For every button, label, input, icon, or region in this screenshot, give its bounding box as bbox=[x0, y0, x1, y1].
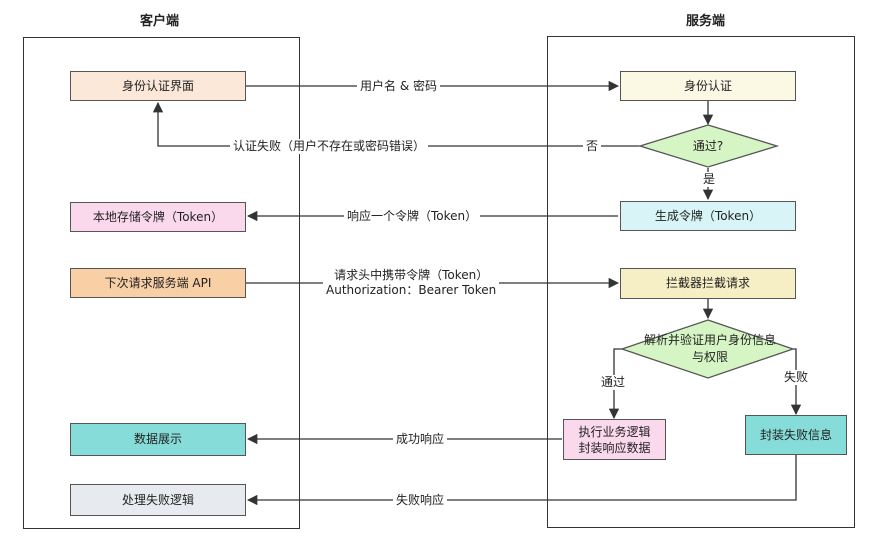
verify-line2: 与权限 bbox=[691, 350, 728, 364]
label-header-line2: Authorization：Bearer Token bbox=[326, 283, 497, 297]
generate-token-box: 生成令牌（Token） bbox=[620, 201, 796, 231]
handle-fail-label: 处理失败逻辑 bbox=[121, 492, 194, 507]
label-pass: 通过 bbox=[598, 375, 629, 390]
label-respond-token: 响应一个令牌（Token） bbox=[344, 209, 481, 224]
store-token-box: 本地存储令牌（Token） bbox=[70, 202, 246, 232]
client-column-title: 客户端 bbox=[140, 14, 180, 29]
label-credentials: 用户名 & 密码 bbox=[357, 79, 440, 94]
exec-line2: 封装响应数据 bbox=[578, 440, 651, 455]
decision-verify-label: 解析并验证用户身份信息 与权限 bbox=[640, 332, 780, 366]
auth-ui-label: 身份认证界面 bbox=[121, 78, 194, 93]
server-lane bbox=[547, 36, 855, 528]
label-fail: 失败 bbox=[781, 370, 812, 385]
next-request-box: 下次请求服务端 API bbox=[70, 268, 246, 298]
authenticate-label: 身份认证 bbox=[683, 78, 732, 93]
client-lane bbox=[23, 37, 300, 529]
next-request-label: 下次请求服务端 API bbox=[104, 275, 212, 290]
authenticate-box: 身份认证 bbox=[620, 71, 796, 101]
generate-token-label: 生成令牌（Token） bbox=[654, 208, 762, 223]
auth-ui-box: 身份认证界面 bbox=[70, 71, 246, 101]
label-auth-failed: 认证失败（用户不存在或密码错误） bbox=[230, 139, 429, 154]
label-no: 否 bbox=[583, 139, 602, 154]
label-success-resp: 成功响应 bbox=[393, 432, 448, 447]
store-token-label: 本地存储令牌（Token） bbox=[92, 209, 224, 224]
edge-auth-failed bbox=[152, 101, 640, 147]
label-header-line1: 请求头中携带令牌（Token） bbox=[334, 268, 489, 282]
decision-passed-label: 通过? bbox=[692, 138, 724, 153]
display-box: 数据展示 bbox=[70, 423, 246, 456]
label-header: 请求头中携带令牌（Token） Authorization：Bearer Tok… bbox=[323, 268, 500, 298]
verify-line1: 解析并验证用户身份信息 bbox=[643, 333, 776, 347]
wrap-fail-box: 封装失败信息 bbox=[745, 415, 847, 455]
decision-passed bbox=[637, 124, 780, 168]
interceptor-box: 拦截器拦截请求 bbox=[620, 268, 796, 299]
decision-verify bbox=[619, 319, 796, 379]
wrap-fail-label: 封装失败信息 bbox=[759, 427, 832, 442]
handle-fail-box: 处理失败逻辑 bbox=[70, 484, 246, 516]
label-yes: 是 bbox=[700, 172, 719, 187]
exec-line1: 执行业务逻辑 bbox=[578, 424, 651, 439]
server-column-title: 服务端 bbox=[686, 14, 726, 29]
exec-box: 执行业务逻辑 封装响应数据 bbox=[563, 419, 666, 460]
label-fail-resp: 失败响应 bbox=[393, 493, 448, 508]
display-label: 数据展示 bbox=[133, 432, 182, 446]
interceptor-label: 拦截器拦截请求 bbox=[665, 276, 750, 290]
